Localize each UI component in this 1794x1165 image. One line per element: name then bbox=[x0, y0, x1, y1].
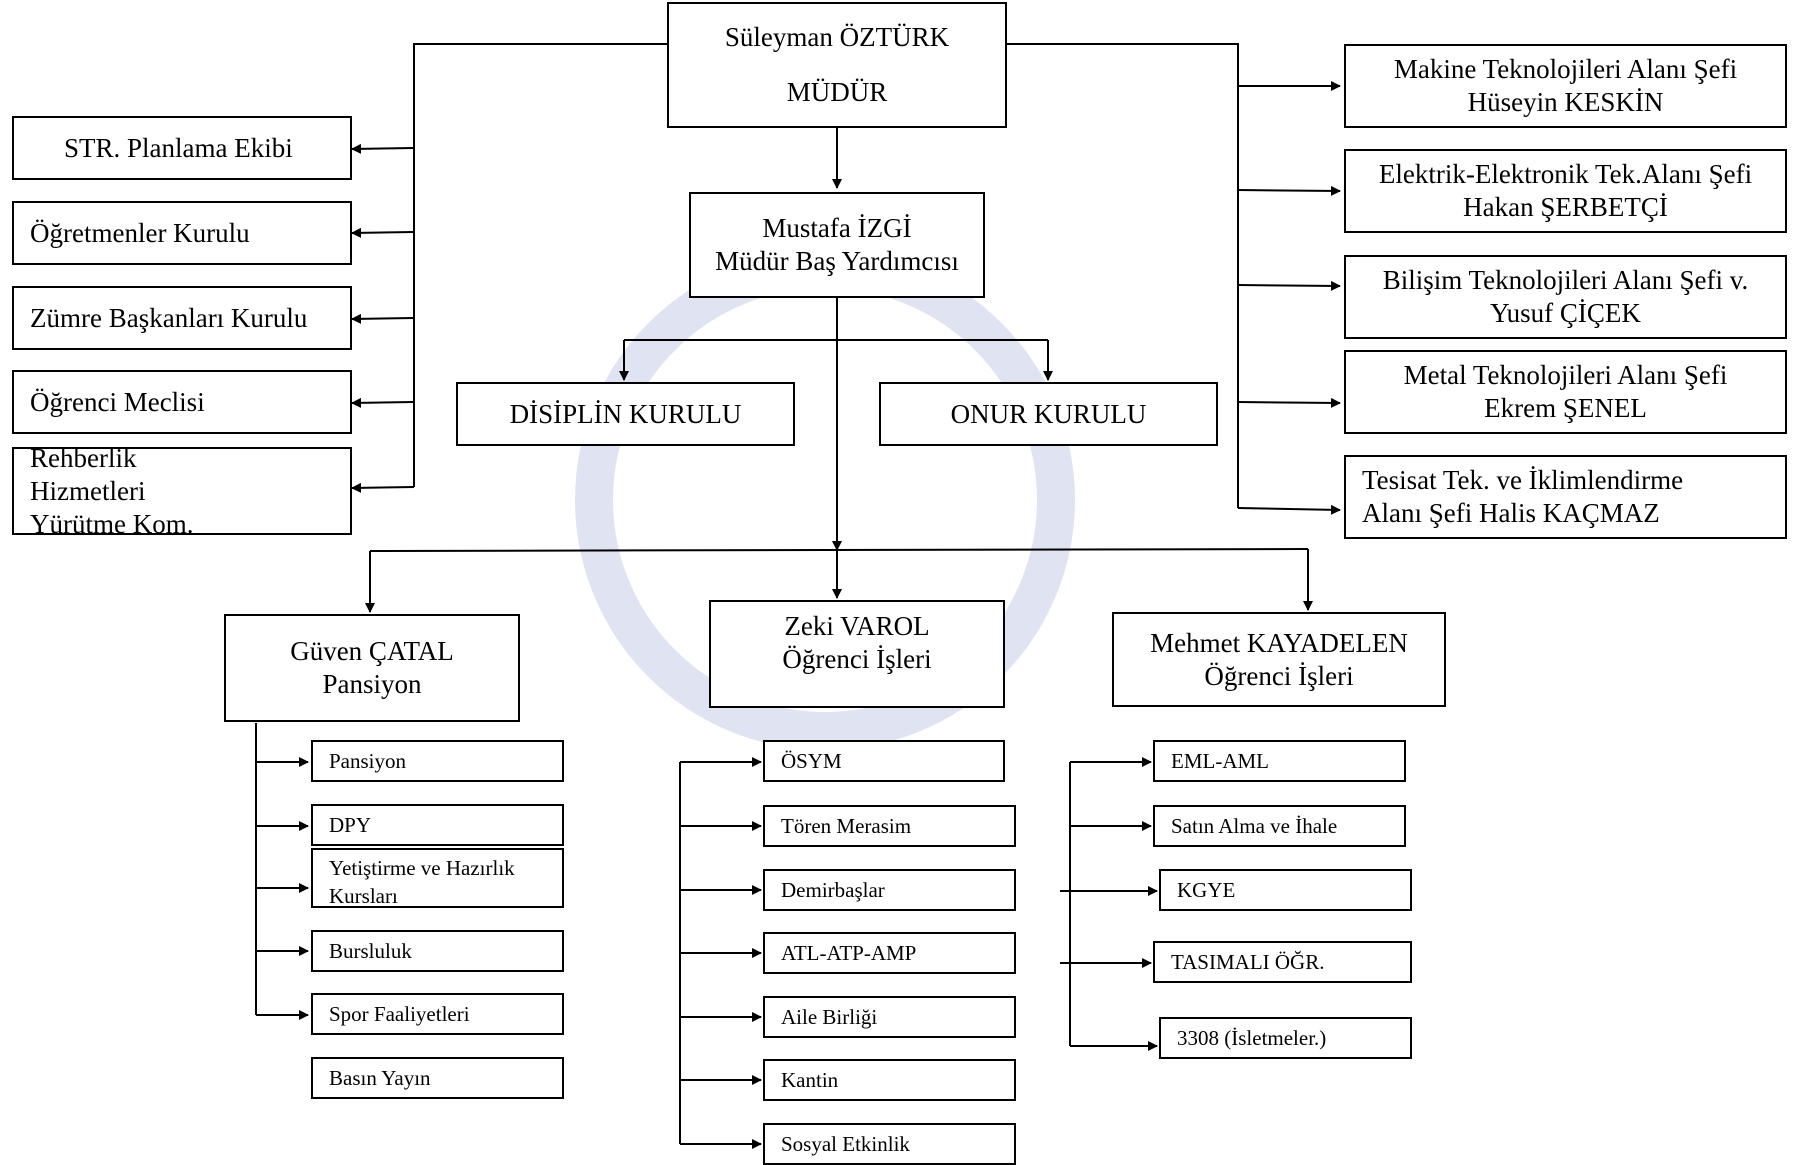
assistant-box: Güven ÇATAL Pansiyon bbox=[224, 614, 520, 722]
task-box: Pansiyon bbox=[311, 740, 564, 782]
task-box: Basın Yayın bbox=[311, 1057, 564, 1099]
chief-name: Hüseyin KESKİN bbox=[1467, 87, 1664, 117]
disiplin-kurulu-box: DİSİPLİN KURULU bbox=[456, 382, 795, 446]
task-label: Satın Alma ve İhale bbox=[1171, 814, 1338, 838]
chief-area: Metal Teknolojileri Alanı Şefi bbox=[1403, 360, 1728, 390]
task-box: Sosyal Etkinlik bbox=[763, 1123, 1016, 1165]
right-chief-box: Elektrik-Elektronik Tek.Alanı Şefi Hakan… bbox=[1344, 149, 1787, 233]
task-box: Demirbaşlar bbox=[763, 869, 1016, 911]
right-chief-box: Metal Teknolojileri Alanı Şefi Ekrem ŞEN… bbox=[1344, 350, 1787, 434]
right-chief-box: Makine Teknolojileri Alanı Şefi Hüseyin … bbox=[1344, 44, 1787, 128]
task-box: Yetiştirme ve Hazırlık Kursları bbox=[311, 848, 564, 908]
task-box: ÖSYM bbox=[763, 740, 1005, 782]
chief-name: Yusuf ÇİÇEK bbox=[1490, 298, 1641, 328]
left-board-label: Öğretmenler Kurulu bbox=[30, 217, 250, 248]
chief-name: Hakan ŞERBETÇİ bbox=[1463, 192, 1668, 222]
assistant-name: Zeki VAROL bbox=[784, 611, 930, 641]
task-label: Demirbaşlar bbox=[781, 878, 885, 902]
task-box: DPY bbox=[311, 804, 564, 846]
task-box: Kantin bbox=[763, 1059, 1016, 1101]
right-chief-box: Tesisat Tek. ve İklimlendirme Alanı Şefi… bbox=[1344, 455, 1787, 539]
left-board-label: STR. Planlama Ekibi bbox=[64, 132, 293, 163]
onur-kurulu-box: ONUR KURULU bbox=[879, 382, 1218, 446]
assistant-box: Mehmet KAYADELEN Öğrenci İşleri bbox=[1112, 612, 1446, 707]
task-box: KGYE bbox=[1159, 869, 1412, 911]
committee-label: DİSİPLİN KURULU bbox=[509, 398, 742, 429]
task-label: Pansiyon bbox=[329, 749, 407, 773]
task-label: Spor Faaliyetleri bbox=[329, 1002, 470, 1026]
assistant-role: Öğrenci İşleri bbox=[1204, 660, 1354, 691]
task-label: 3308 (İsletmeler.) bbox=[1177, 1026, 1327, 1050]
task-label: TASIMALI ÖĞR. bbox=[1171, 950, 1325, 974]
task-box: ATL-ATP-AMP bbox=[763, 932, 1016, 974]
assistant-name: Mehmet KAYADELEN bbox=[1150, 627, 1408, 658]
task-label: EML-AML bbox=[1171, 749, 1269, 773]
chief-area: Makine Teknolojileri Alanı Şefi bbox=[1393, 54, 1738, 84]
task-box: Spor Faaliyetleri bbox=[311, 993, 564, 1035]
assistant-role: Öğrenci İşleri bbox=[782, 644, 932, 674]
vice-director-title: Müdür Baş Yardımcısı bbox=[715, 246, 959, 276]
left-board-box: Zümre Başkanları Kurulu bbox=[12, 286, 352, 350]
chief-name: Alanı Şefi Halis KAÇMAZ bbox=[1362, 498, 1660, 528]
task-label: DPY bbox=[329, 813, 372, 837]
task-label: ATL-ATP-AMP bbox=[781, 941, 917, 965]
left-board-label: Rehberlik Hizmetleri Yürütme Kom. bbox=[30, 442, 194, 539]
director-title: MÜDÜR bbox=[786, 77, 888, 107]
task-label: Tören Merasim bbox=[781, 814, 912, 838]
assistant-box: Zeki VAROL Öğrenci İşleri bbox=[709, 600, 1005, 708]
task-label: Bursluluk bbox=[329, 939, 412, 963]
left-board-label: Zümre Başkanları Kurulu bbox=[30, 302, 308, 333]
assistant-name: Güven ÇATAL bbox=[290, 636, 454, 666]
left-board-box: STR. Planlama Ekibi bbox=[12, 116, 352, 180]
task-box: EML-AML bbox=[1153, 740, 1406, 782]
task-label: KGYE bbox=[1177, 878, 1236, 902]
director-name: Süleyman ÖZTÜRK bbox=[724, 22, 950, 52]
left-board-box: Öğretmenler Kurulu bbox=[12, 201, 352, 265]
left-board-label: Öğrenci Meclisi bbox=[30, 386, 205, 417]
assistant-role: Pansiyon bbox=[322, 669, 422, 699]
vice-director-name: Mustafa İZGİ bbox=[762, 213, 912, 243]
chief-name: Ekrem ŞENEL bbox=[1484, 393, 1647, 423]
vice-director-box: Mustafa İZGİ Müdür Baş Yardımcısı bbox=[689, 192, 985, 298]
task-box: Satın Alma ve İhale bbox=[1153, 805, 1406, 847]
left-board-box: Öğrenci Meclisi bbox=[12, 370, 352, 434]
task-box: Tören Merasim bbox=[763, 805, 1016, 847]
right-chief-box: Bilişim Teknolojileri Alanı Şefi v. Yusu… bbox=[1344, 255, 1787, 339]
chief-area: Elektrik-Elektronik Tek.Alanı Şefi bbox=[1378, 159, 1753, 189]
chief-area: Bilişim Teknolojileri Alanı Şefi v. bbox=[1382, 265, 1749, 295]
left-board-box: Rehberlik Hizmetleri Yürütme Kom. bbox=[12, 443, 352, 539]
committee-label: ONUR KURULU bbox=[950, 398, 1147, 429]
task-label: Basın Yayın bbox=[329, 1066, 431, 1090]
task-box: Aile Birliği bbox=[763, 996, 1016, 1038]
task-label: Aile Birliği bbox=[781, 1005, 878, 1029]
task-label: Kantin bbox=[781, 1068, 839, 1092]
task-box: Bursluluk bbox=[311, 930, 564, 972]
director-box: Süleyman ÖZTÜRK MÜDÜR bbox=[667, 2, 1007, 128]
task-box: 3308 (İsletmeler.) bbox=[1159, 1017, 1412, 1059]
task-label: Sosyal Etkinlik bbox=[781, 1132, 910, 1156]
task-box: TASIMALI ÖĞR. bbox=[1153, 941, 1412, 983]
task-label: ÖSYM bbox=[781, 749, 842, 773]
task-label: Yetiştirme ve Hazırlık Kursları bbox=[329, 856, 515, 908]
chief-area: Tesisat Tek. ve İklimlendirme bbox=[1362, 465, 1684, 495]
